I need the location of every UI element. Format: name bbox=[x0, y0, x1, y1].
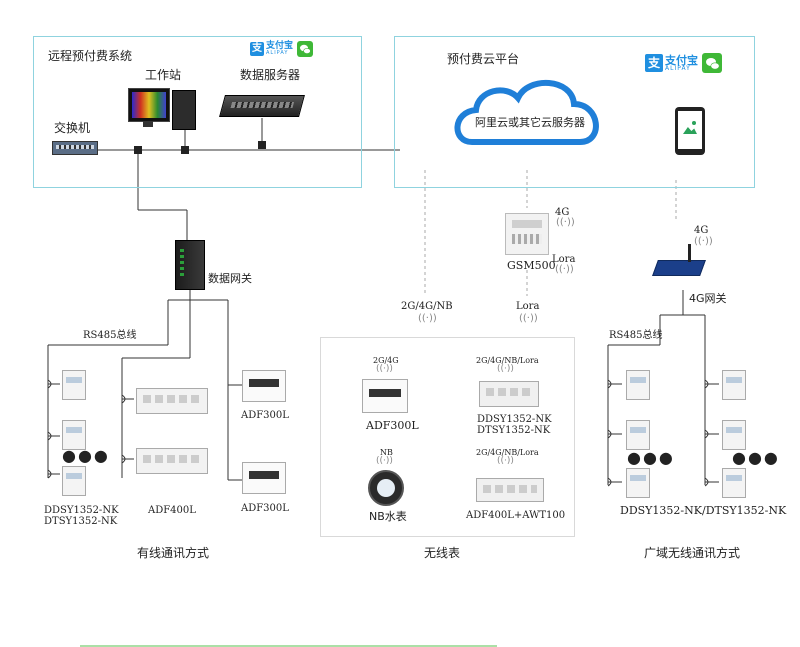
wireless-link-right-label: Lora bbox=[516, 301, 540, 312]
wireless-water-signal: NB bbox=[380, 448, 393, 457]
more-ellipsis-icon: ●●● bbox=[62, 446, 110, 465]
wifi-icon: ((·)) bbox=[376, 456, 393, 466]
local-system-title: 远程预付费系统 bbox=[48, 49, 133, 63]
cloud-platform-panel bbox=[394, 36, 755, 188]
wechat-pay-icon bbox=[297, 41, 314, 57]
single-phase-meter-icon bbox=[62, 420, 86, 450]
wan-section-caption: 广域无线通讯方式 bbox=[644, 546, 741, 560]
adf400-awt100-icon bbox=[476, 478, 544, 502]
local-system-panel bbox=[33, 36, 362, 188]
wireless-adf300-label: ADF300L bbox=[366, 419, 419, 432]
wireless-link-left-icon: ((·)) bbox=[418, 313, 437, 324]
data-server-label: 数据服务器 bbox=[240, 68, 301, 82]
wired-adf400-label: ADF400L bbox=[148, 505, 196, 516]
wireless-adf300-signal: 2G/4G bbox=[373, 356, 399, 365]
gateway-4g-signal-label: 4G bbox=[694, 225, 709, 236]
adf300-meter-icon bbox=[242, 370, 286, 402]
4g-gateway-device-icon bbox=[652, 260, 706, 276]
adf400-meter-icon bbox=[136, 448, 208, 474]
single-phase-meter-icon bbox=[62, 370, 86, 400]
alipay-en-text: ALIPAY bbox=[665, 64, 691, 72]
alipay-icon: 支 bbox=[645, 54, 663, 72]
alipay-icon: 支 bbox=[250, 42, 264, 56]
wired-section-caption: 有线通讯方式 bbox=[137, 546, 210, 560]
wifi-icon: ((·)) bbox=[497, 364, 514, 374]
alipay-text: 支付宝 bbox=[266, 41, 294, 51]
alipay-logo: 支 支付宝 ALIPAY bbox=[645, 54, 698, 72]
single-phase-meter-icon bbox=[626, 370, 650, 400]
workstation-label: 工作站 bbox=[145, 68, 182, 82]
wireless-adf400-label: ADF400L+AWT100 bbox=[466, 510, 566, 521]
gsm-4g-wifi-icon: ((·)) bbox=[556, 217, 575, 228]
single-phase-meter-icon bbox=[722, 420, 746, 450]
wireless-meter-panel bbox=[320, 337, 575, 537]
wireless-ddsy-label-2: DTSY1352-NK bbox=[477, 425, 551, 436]
single-phase-meter-icon bbox=[722, 468, 746, 498]
gsm500-device-icon bbox=[505, 213, 549, 255]
network-switch-icon bbox=[52, 141, 98, 155]
wired-meter-label-2: DTSY1352-NK bbox=[44, 516, 118, 527]
adf400-meter-icon bbox=[136, 388, 208, 414]
wifi-icon: ((·)) bbox=[497, 456, 514, 466]
wechat-pay-icon bbox=[702, 53, 722, 73]
single-phase-meter-icon bbox=[62, 466, 86, 496]
single-phase-meter-icon bbox=[626, 420, 650, 450]
cloud-platform-title: 预付费云平台 bbox=[447, 52, 520, 66]
alipay-text: 支付宝 bbox=[665, 53, 698, 67]
wireless-adf400-signal: 2G/4G/NB/Lora bbox=[476, 448, 539, 457]
single-phase-meter-icon bbox=[722, 370, 746, 400]
rs485-bus-label-right: RS485总线 bbox=[609, 330, 663, 341]
wifi-icon: ((·)) bbox=[376, 364, 393, 374]
gsm500-label: GSM500 bbox=[507, 259, 556, 272]
wan-meter-label: DDSY1352-NK/DTSY1352-NK bbox=[620, 504, 787, 517]
gsm-4g-signal-label: 4G bbox=[555, 207, 570, 218]
gateway-4g-wifi-icon: ((·)) bbox=[694, 236, 713, 247]
payment-logos-left: 支 支付宝 ALIPAY bbox=[250, 41, 314, 57]
wireless-water-label: NB水表 bbox=[369, 510, 407, 523]
ddsy-meter-icon bbox=[479, 381, 539, 407]
data-gateway-label: 数据网关 bbox=[208, 272, 252, 285]
cloud-icon bbox=[454, 80, 599, 145]
single-phase-meter-icon bbox=[626, 468, 650, 498]
wireless-link-left-label: 2G/4G/NB bbox=[401, 301, 453, 312]
alipay-logo: 支 支付宝 ALIPAY bbox=[250, 42, 293, 56]
wireless-ddsy-label-1: DDSY1352-NK bbox=[477, 414, 552, 425]
cloud-label: 阿里云或其它云服务器 bbox=[475, 116, 585, 129]
wireless-section-caption: 无线表 bbox=[424, 546, 461, 560]
wired-adf300-top-label: ADF300L bbox=[241, 410, 289, 421]
wireless-ddsy-signal: 2G/4G/NB/Lora bbox=[476, 356, 539, 365]
tablet-icon bbox=[675, 107, 705, 155]
wired-meter-label-1: DDSY1352-NK bbox=[44, 505, 119, 516]
more-ellipsis-icon: ●●● bbox=[627, 448, 675, 467]
adf300-meter-icon bbox=[362, 379, 408, 413]
rs485-bus-label-left: RS485总线 bbox=[83, 330, 137, 341]
more-ellipsis-icon: ●●● bbox=[732, 448, 780, 467]
antenna-icon bbox=[688, 244, 691, 262]
data-gateway-icon bbox=[175, 240, 205, 290]
switch-label: 交换机 bbox=[54, 121, 91, 135]
water-meter-icon bbox=[368, 470, 404, 506]
alipay-en-text: ALIPAY bbox=[266, 50, 289, 56]
payment-logos-right: 支 支付宝 ALIPAY bbox=[645, 53, 722, 73]
adf300-meter-icon bbox=[242, 462, 286, 494]
gsm-lora-wifi-icon: ((·)) bbox=[555, 264, 574, 275]
wired-adf300-bottom-label: ADF300L bbox=[241, 503, 289, 514]
gateway-4g-label: 4G网关 bbox=[689, 292, 727, 305]
gsm-lora-signal-label: Lora bbox=[552, 254, 576, 265]
wireless-link-right-icon: ((·)) bbox=[519, 313, 538, 324]
